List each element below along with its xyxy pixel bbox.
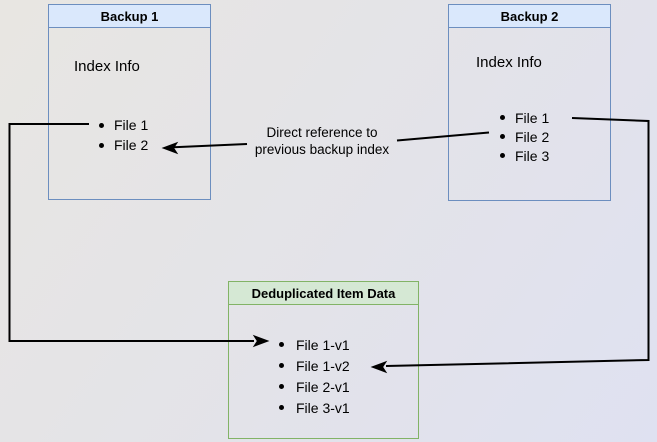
list-item-label: File 2 bbox=[114, 137, 149, 153]
backup1-file-list: File 1 File 2 bbox=[99, 115, 148, 155]
bullet-icon bbox=[99, 142, 104, 148]
bullet-icon bbox=[500, 134, 505, 139]
node-backup1-header: Backup 1 bbox=[49, 5, 210, 28]
node-deduplicated-item-data: Deduplicated Item Data File 1-v1 File 1-… bbox=[228, 281, 419, 439]
list-item-label: File 1 bbox=[515, 109, 550, 126]
node-backup2-title: Backup 2 bbox=[500, 8, 559, 24]
bullet-icon bbox=[99, 122, 104, 128]
bullet-icon bbox=[279, 363, 284, 368]
list-item: File 1-v1 bbox=[279, 334, 350, 355]
list-item-label: File 2-v1 bbox=[296, 378, 350, 395]
list-item-label: File 2 bbox=[515, 128, 550, 145]
bullet-icon bbox=[279, 342, 284, 347]
list-item-label: File 1 bbox=[114, 117, 149, 133]
list-item: File 2 bbox=[99, 135, 148, 155]
backup2-file-list: File 1 File 2 File 3 bbox=[500, 108, 549, 165]
list-item: File 2 bbox=[500, 127, 549, 146]
list-item: File 3-v1 bbox=[279, 397, 350, 418]
bullet-icon bbox=[500, 115, 505, 120]
node-backup2: Backup 2 Index Info File 1 File 2 File 3 bbox=[448, 4, 611, 201]
list-item-label: File 1-v1 bbox=[296, 336, 350, 353]
bullet-icon bbox=[279, 384, 284, 389]
backup2-index-info-label: Index Info bbox=[476, 54, 542, 71]
edge-label-direct-reference: Direct reference to previous backup inde… bbox=[232, 124, 412, 158]
list-item: File 2-v1 bbox=[279, 376, 350, 397]
node-backup1: Backup 1 Index Info File 1 File 2 bbox=[48, 4, 211, 200]
list-item-label: File 3-v1 bbox=[296, 399, 350, 416]
bullet-icon bbox=[279, 405, 284, 410]
list-item: File 1 bbox=[99, 115, 148, 135]
edge-label-line2: previous backup index bbox=[254, 142, 390, 157]
dedup-file-list: File 1-v1 File 1-v2 File 2-v1 File 3-v1 bbox=[279, 334, 350, 418]
backup1-index-info-label: Index Info bbox=[74, 58, 140, 75]
node-dedup-title: Deduplicated Item Data bbox=[251, 285, 396, 301]
node-dedup-header: Deduplicated Item Data bbox=[229, 282, 418, 305]
list-item-label: File 3 bbox=[515, 147, 550, 164]
bullet-icon bbox=[500, 153, 505, 158]
edge-label-line1: Direct reference to bbox=[266, 125, 378, 140]
list-item: File 1 bbox=[500, 108, 549, 127]
list-item: File 3 bbox=[500, 146, 549, 165]
node-backup2-header: Backup 2 bbox=[449, 5, 610, 28]
list-item-label: File 1-v2 bbox=[296, 357, 350, 374]
list-item: File 1-v2 bbox=[279, 355, 350, 376]
node-backup1-title: Backup 1 bbox=[100, 8, 159, 24]
